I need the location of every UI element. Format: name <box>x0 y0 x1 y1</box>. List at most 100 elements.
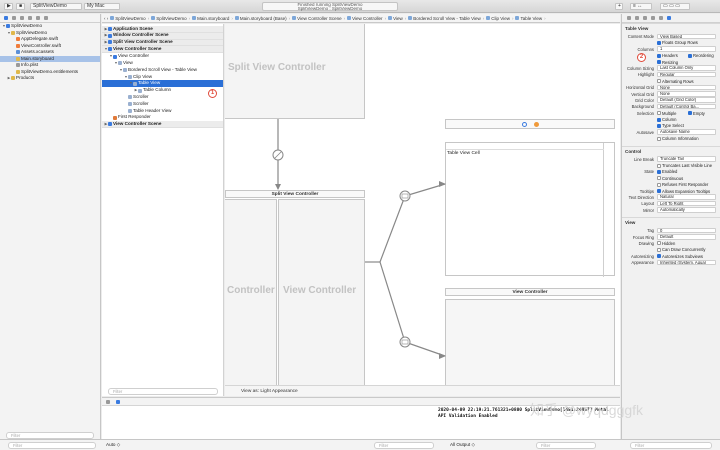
checkbox-icon[interactable] <box>657 241 661 246</box>
disclosure-triangle-icon[interactable]: ▶ <box>104 40 108 45</box>
checkbox-icon[interactable] <box>657 117 661 122</box>
inspector-checkbox[interactable]: Hidden <box>657 241 675 246</box>
file-tree-item[interactable]: Main.storyboard <box>0 55 100 62</box>
checkbox-icon[interactable] <box>688 111 692 116</box>
inspector-checkbox[interactable]: Autoresizes Subviews <box>657 254 703 259</box>
outline-item[interactable]: Scroller <box>102 94 223 101</box>
inspector-field[interactable]: Left To Right <box>657 200 716 207</box>
inspector-checkbox[interactable]: Column <box>657 117 676 122</box>
inspector-checkbox[interactable]: Floats Group Rows <box>657 40 698 45</box>
left-pane[interactable]: Controller <box>225 199 277 396</box>
inspector-field[interactable]: Truncate Tail <box>657 156 716 162</box>
outline-item[interactable]: ▼ View Controller <box>102 53 223 60</box>
disclosure-triangle-icon[interactable]: ▼ <box>124 74 128 79</box>
disclosure-triangle-icon[interactable]: ▼ <box>119 67 123 72</box>
inspector-field[interactable]: Natural <box>657 194 716 200</box>
inspector-checkbox[interactable]: Allows Expansion Tooltips <box>657 189 710 194</box>
disclosure-triangle-icon[interactable]: ▶ <box>104 33 108 38</box>
outline-item[interactable]: ▼ View <box>102 60 223 67</box>
checkbox-icon[interactable] <box>657 176 661 181</box>
outline-item[interactable]: ▶ Split View Controller Scene <box>102 39 223 47</box>
inspector-field[interactable]: 1 <box>657 46 716 52</box>
inspector-field[interactable]: None <box>657 91 716 97</box>
checkbox-icon[interactable] <box>657 254 661 259</box>
breadcrumb-item[interactable]: Main.storyboard (Base)› <box>234 16 290 21</box>
view-as-label[interactable]: View as: Light Appearance <box>241 389 298 394</box>
checkbox-icon[interactable] <box>657 60 661 65</box>
inspector-checkbox[interactable]: Can Draw Concurrently <box>657 247 706 252</box>
variables-filter[interactable]: Filter <box>374 442 434 449</box>
file-tree-item[interactable]: Assets.xcassets <box>0 49 100 56</box>
inspector-field[interactable]: Inherited (System, Aqua) <box>657 259 716 266</box>
inspector-field[interactable]: Automatically <box>657 207 716 213</box>
inspector-checkbox[interactable]: Continuous <box>657 176 683 181</box>
inspector-checkbox[interactable]: Empty <box>688 111 705 116</box>
breadcrumb-item[interactable]: Table View› <box>515 16 546 21</box>
view-controller-scene-dock[interactable] <box>445 119 615 129</box>
storyboard-canvas[interactable]: Split View Controller Split View Control… <box>225 24 620 396</box>
breadcrumb-item[interactable]: SplitViewDemo› <box>151 16 190 21</box>
outline-item[interactable]: ▶ View Controller Scene <box>102 121 223 128</box>
outline-item[interactable]: ▶ Table Column <box>102 87 223 94</box>
checkbox-icon[interactable] <box>657 163 661 168</box>
disclosure-triangle-icon[interactable]: ▼ <box>2 24 6 28</box>
inspector-field[interactable]: Last Column Only <box>657 65 716 71</box>
breadcrumb-item[interactable]: View Controller Scene› <box>292 16 345 21</box>
checkbox-icon[interactable] <box>657 182 661 187</box>
inspector-checkbox[interactable]: Alternating Rows <box>657 79 694 84</box>
outline-item[interactable]: ▶ Window Controller Scene <box>102 32 223 40</box>
editor-mode-buttons[interactable]: ≡ ↔ <box>630 3 652 10</box>
inspector-checkbox[interactable]: Type Select <box>657 123 684 128</box>
inspector-section-view[interactable]: View <box>622 217 720 227</box>
inspector-field[interactable]: Default (Control Ba... <box>657 103 716 110</box>
outline-item[interactable]: ▼ Clip View <box>102 74 223 81</box>
disclosure-triangle-icon[interactable]: ▶ <box>104 26 108 31</box>
disclosure-triangle-icon[interactable]: ▼ <box>109 54 113 59</box>
inspector-field[interactable]: Default <box>657 234 716 240</box>
disclosure-triangle-icon[interactable]: ▶ <box>134 88 138 93</box>
inspector-tabs[interactable] <box>622 14 720 23</box>
checkbox-icon[interactable] <box>657 189 661 194</box>
breadcrumb-item[interactable]: SplitViewDemo› <box>110 16 149 21</box>
bottom-navigator-filter[interactable]: Filter <box>8 442 96 449</box>
disclosure-triangle-icon[interactable]: ▼ <box>104 46 108 51</box>
split-view-controller-scene[interactable]: Split View Controller <box>225 24 365 119</box>
file-tree-item[interactable]: ▼ SplitViewDemo <box>0 23 100 30</box>
navigator-filter[interactable]: Filter <box>6 432 94 439</box>
outline-item[interactable]: Scroller <box>102 101 223 108</box>
checkbox-icon[interactable] <box>657 79 661 84</box>
file-tree-item[interactable]: Info.plist <box>0 62 100 69</box>
table-view[interactable]: Table View Cell <box>446 143 604 277</box>
nav-back-icon[interactable]: ‹ › <box>104 15 109 21</box>
console-filter[interactable]: Filter <box>536 442 596 449</box>
outline-item[interactable]: Table Header View <box>102 108 223 115</box>
library-icon[interactable]: + <box>615 3 623 10</box>
inspector-section-table-view[interactable]: Table View <box>622 23 720 33</box>
file-tree-item[interactable]: ViewController.swift <box>0 43 100 50</box>
checkbox-icon[interactable] <box>657 136 661 141</box>
inspector-checkbox[interactable]: Reordering <box>688 53 714 58</box>
inspector-filter[interactable]: Filter <box>630 442 712 449</box>
inspector-checkbox[interactable]: Headers <box>657 53 678 58</box>
view-controller-icon[interactable] <box>522 122 527 127</box>
outline-item[interactable]: ▶ Application Scene <box>102 26 223 33</box>
inspector-field[interactable]: View Based <box>657 33 716 39</box>
breadcrumb-item[interactable]: View Controller› <box>347 16 386 21</box>
second-view-controller-view[interactable] <box>445 299 615 396</box>
inspector-field[interactable]: None <box>657 84 716 91</box>
inspector-field[interactable]: 0 <box>657 227 716 234</box>
breadcrumb-item[interactable]: Main.storyboard› <box>192 16 233 21</box>
right-pane[interactable]: View Controller <box>278 199 365 396</box>
inspector-checkbox[interactable]: Truncates Last Visible Line <box>657 163 712 168</box>
navigator-tabs[interactable] <box>0 14 100 23</box>
file-tree-item[interactable]: AppDelegate.swift <box>0 36 100 43</box>
destination-selector[interactable]: My Mac <box>84 3 120 10</box>
inspector-field[interactable]: Regular <box>657 71 716 78</box>
checkbox-icon[interactable] <box>657 247 661 252</box>
file-tree-item[interactable]: ▼ SplitViewDemo <box>0 30 100 37</box>
disclosure-triangle-icon[interactable]: ▼ <box>7 30 11 35</box>
first-responder-icon[interactable] <box>534 122 539 127</box>
outline-item[interactable]: ▼ Bordered Scroll View - Table View <box>102 67 223 74</box>
view-controller-view[interactable]: Table View Cell <box>445 142 615 277</box>
disclosure-triangle-icon[interactable]: ▼ <box>129 81 133 86</box>
